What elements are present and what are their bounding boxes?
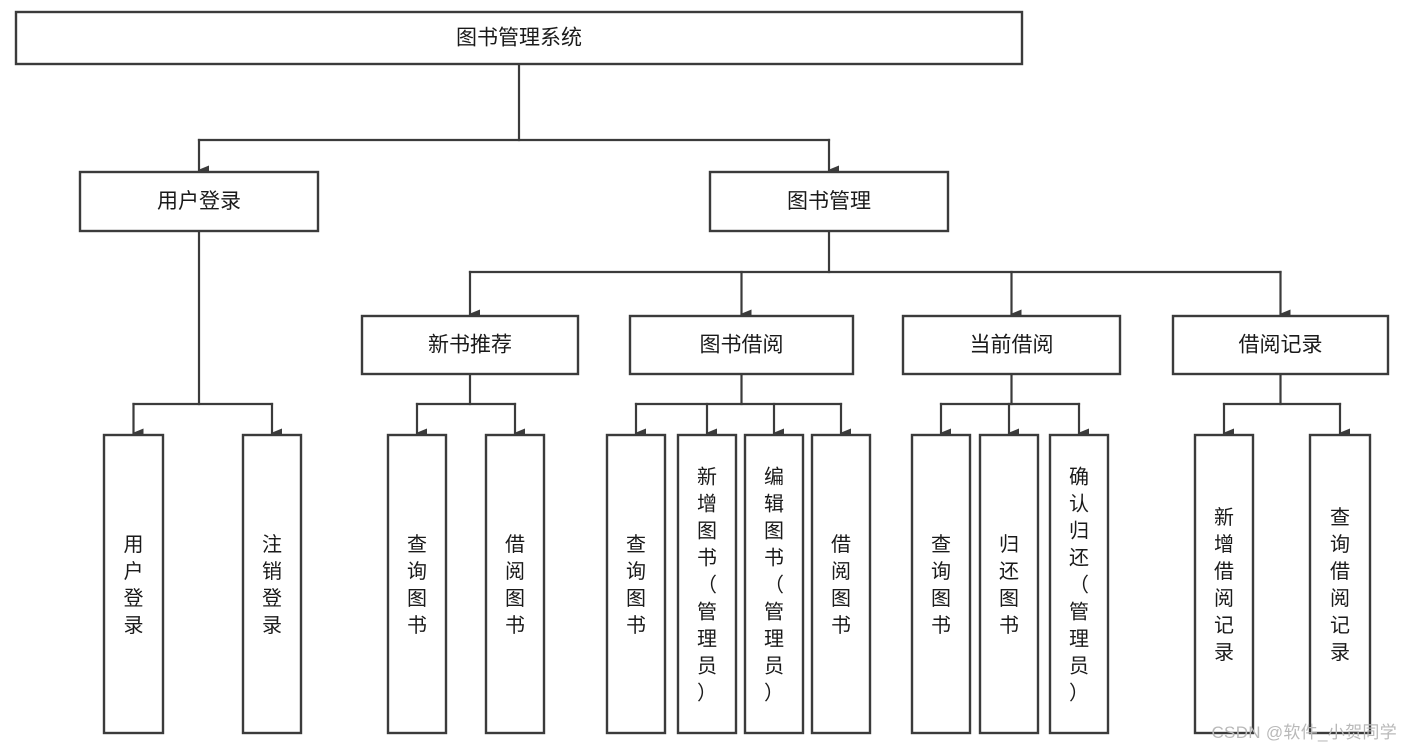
node-box-leaf9[interactable]: [910, 433, 972, 735]
node-label-leaf3: 查询图书: [407, 533, 427, 637]
node-label-leaf9: 查询图书: [931, 533, 951, 637]
node-box-records[interactable]: [1171, 314, 1390, 376]
node-label-login: 用户登录: [157, 190, 241, 213]
edge-group-current: [939, 372, 1089, 438]
node-box-leaf6[interactable]: [676, 433, 738, 735]
node-label-leaf4: 借阅图书: [505, 533, 525, 637]
node-box-borrow[interactable]: [628, 314, 855, 376]
node-root[interactable]: 图书管理系统: [14, 10, 1024, 66]
node-label-leaf5: 查询图书: [626, 533, 646, 637]
edge-group-root: [197, 62, 839, 175]
node-leaf11[interactable]: 确认归还（管理员）: [1048, 433, 1110, 735]
node-leaf6[interactable]: 新增图书（管理员）: [676, 433, 738, 735]
edge-group-bookmgmt: [468, 229, 1291, 319]
node-label-leaf8: 借阅图书: [831, 533, 851, 637]
node-leaf4[interactable]: 借阅图书: [484, 433, 546, 735]
node-box-login[interactable]: [78, 170, 320, 233]
node-label-bookmgmt: 图书管理: [787, 190, 871, 213]
node-box-newbook[interactable]: [360, 314, 580, 376]
edges-layer: [132, 62, 1350, 438]
node-leaf12[interactable]: 新增借阅记录: [1193, 433, 1255, 735]
node-box-leaf10[interactable]: [978, 433, 1040, 735]
node-label-newbook: 新书推荐: [428, 334, 512, 357]
node-label-leaf12: 新增借阅记录: [1214, 506, 1234, 664]
node-box-leaf2[interactable]: [241, 433, 303, 735]
node-label-leaf7: 编辑图书（管理员）: [764, 466, 784, 705]
node-box-leaf7[interactable]: [743, 433, 805, 735]
node-leaf3[interactable]: 查询图书: [386, 433, 448, 735]
node-label-borrow: 图书借阅: [700, 334, 784, 357]
node-borrow[interactable]: 图书借阅: [628, 314, 855, 376]
node-current[interactable]: 当前借阅: [901, 314, 1122, 376]
node-bookmgmt[interactable]: 图书管理: [708, 170, 950, 233]
node-box-leaf12[interactable]: [1193, 433, 1255, 735]
node-leaf1[interactable]: 用户登录: [102, 433, 165, 735]
edge-group-newbook: [415, 372, 525, 438]
node-label-root: 图书管理系统: [456, 27, 582, 50]
node-box-leaf13[interactable]: [1308, 433, 1372, 735]
node-records[interactable]: 借阅记录: [1171, 314, 1390, 376]
node-label-records: 借阅记录: [1239, 334, 1323, 357]
node-label-current: 当前借阅: [970, 334, 1054, 357]
node-label-leaf2: 注销登录: [262, 533, 282, 637]
node-box-leaf1[interactable]: [102, 433, 165, 735]
node-leaf5[interactable]: 查询图书: [605, 433, 667, 735]
node-box-bookmgmt[interactable]: [708, 170, 950, 233]
node-label-leaf10: 归还图书: [999, 533, 1019, 637]
node-box-leaf5[interactable]: [605, 433, 667, 735]
node-box-leaf3[interactable]: [386, 433, 448, 735]
node-leaf9[interactable]: 查询图书: [910, 433, 972, 735]
edge-group-login: [132, 229, 282, 438]
node-leaf10[interactable]: 归还图书: [978, 433, 1040, 735]
edge-group-records: [1222, 372, 1350, 438]
node-label-leaf13: 查询借阅记录: [1330, 506, 1350, 664]
node-box-current[interactable]: [901, 314, 1122, 376]
node-leaf13[interactable]: 查询借阅记录: [1308, 433, 1372, 735]
nodes-layer: 图书管理系统用户登录图书管理新书推荐图书借阅当前借阅借阅记录用户登录注销登录查询…: [14, 10, 1390, 735]
node-login[interactable]: 用户登录: [78, 170, 320, 233]
node-box-leaf8[interactable]: [810, 433, 872, 735]
node-box-leaf4[interactable]: [484, 433, 546, 735]
edge-group-borrow: [634, 372, 851, 438]
node-label-leaf1: 用户登录: [124, 534, 144, 637]
node-leaf7[interactable]: 编辑图书（管理员）: [743, 433, 805, 735]
node-box-leaf11[interactable]: [1048, 433, 1110, 735]
node-label-leaf6: 新增图书（管理员）: [697, 466, 717, 705]
node-label-leaf11: 确认归还（管理员）: [1069, 466, 1089, 705]
node-newbook[interactable]: 新书推荐: [360, 314, 580, 376]
node-box-root[interactable]: [14, 10, 1024, 66]
node-leaf8[interactable]: 借阅图书: [810, 433, 872, 735]
node-leaf2[interactable]: 注销登录: [241, 433, 303, 735]
